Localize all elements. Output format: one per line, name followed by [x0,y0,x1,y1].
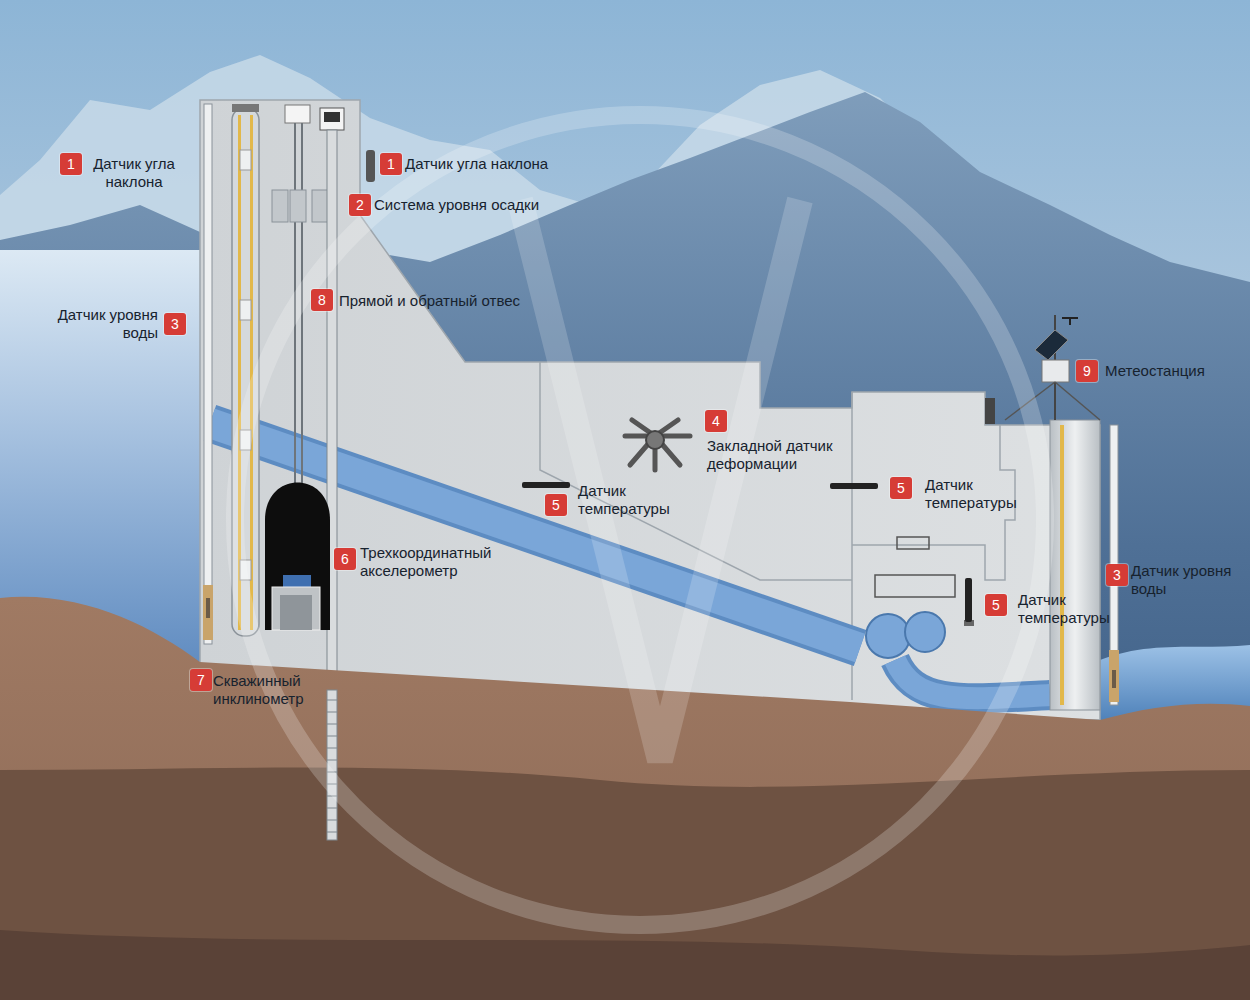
callout-number: 2 [349,194,371,216]
callout-label: Датчик температуры [925,476,1017,512]
callout-number: 3 [1106,564,1128,586]
callout: 5Датчик температуры [545,494,546,495]
callout: 1Датчик угла наклона [380,153,381,154]
callout-number: 5 [890,477,912,499]
callout: 1Датчик угла наклона [60,153,61,154]
callout: 9Метеостанция [1076,360,1077,361]
callout: 3Датчик уровня воды [164,313,165,314]
callout-number: 1 [380,153,402,175]
callout-label: Метеостанция [1105,362,1245,380]
callout-number: 6 [334,548,356,570]
callout-number: 3 [164,313,186,335]
callout-number: 5 [545,494,567,516]
callout: 5Датчик температуры [890,477,891,478]
callout-label: Датчик температуры [578,482,670,518]
callout: 4Закладной датчик деформации [705,410,706,411]
callout: 5Датчик температуры [985,594,986,595]
callout-label: Закладной датчик деформации [707,437,852,473]
callout-label: Датчик угла наклона [405,155,605,173]
callout-label: Трехкоординатный акселерометр [360,544,530,580]
callout: 3Датчик уровня воды [1106,564,1107,565]
callout: 8Прямой и обратный отвес [311,289,312,290]
callout-number: 8 [311,289,333,311]
callout: 2Система уровня осадки [349,194,350,195]
callout-label: Датчик угла наклона [84,155,184,191]
callout-label: Датчик уровня воды [30,306,158,342]
callout: 7Скважинный инклинометр [190,669,191,670]
callout-number: 5 [985,594,1007,616]
callout-label: Прямой и обратный отвес [339,292,579,310]
callout: 6Трехкоординатный акселерометр [334,548,335,549]
callout-number: 9 [1076,360,1098,382]
callout-label: Система уровня осадки [374,196,594,214]
callout-label: Датчик температуры [1018,591,1110,627]
callout-number: 4 [705,410,727,432]
callout-number: 7 [190,669,212,691]
callout-number: 1 [60,153,82,175]
callout-label: Датчик уровня воды [1131,562,1246,598]
callout-label: Скважинный инклинометр [213,672,323,708]
